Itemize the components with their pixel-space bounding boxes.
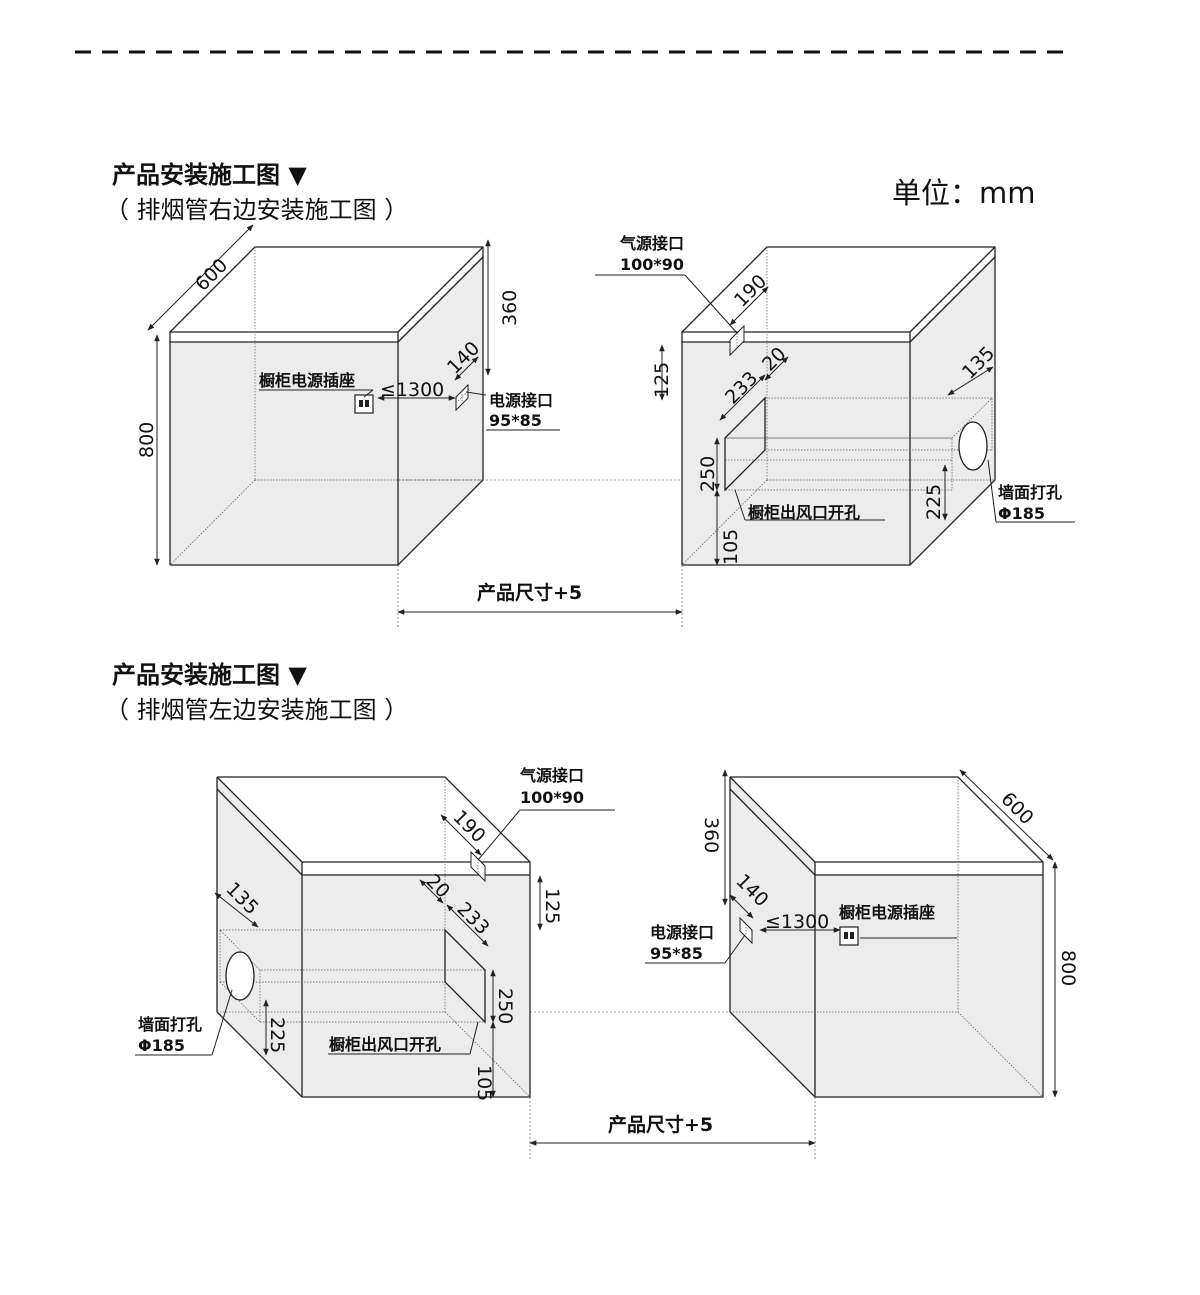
cabinet-top-left (169, 246, 484, 566)
power-port-label: 电源接口 (489, 391, 553, 410)
dim-105-left: 105 (473, 1065, 495, 1101)
le-1300-label: ≤1300 (380, 379, 444, 401)
section2-subtitle: （ 排烟管左边安装施工图 ） (105, 696, 408, 724)
dim-360: 360 (499, 290, 521, 326)
gas-port-size: 100*90 (620, 255, 684, 274)
dim-800-right: 800 (1057, 950, 1079, 986)
gas-port-icon-left (470, 850, 486, 883)
power-port-icon (455, 383, 469, 412)
dim-250: 250 (697, 456, 719, 492)
dim-125: 125 (651, 362, 673, 398)
dim-800: 800 (136, 422, 158, 458)
vent-hole-label: 橱柜出风口开孔 (748, 503, 860, 522)
gas-port-label-left: 气源接口 (519, 766, 584, 785)
gas-port-label: 气源接口 (619, 234, 684, 253)
power-socket-icon (354, 394, 374, 414)
le-1300-label-right: ≤1300 (765, 911, 829, 933)
section1-subtitle: （ 排烟管右边安装施工图 ） (105, 196, 408, 224)
power-socket-icon-right (839, 926, 859, 946)
exhaust-duct-right (724, 396, 993, 492)
wall-hole-icon (958, 421, 988, 471)
power-port-size: 95*85 (489, 411, 542, 430)
dim-250-left: 250 (494, 988, 516, 1024)
gas-port-size-left: 100*90 (520, 788, 584, 807)
dim-225: 225 (923, 484, 945, 520)
dim-225-left: 225 (266, 1017, 288, 1053)
power-port-label-right: 电源接口 (650, 923, 714, 942)
power-port-size-right: 95*85 (650, 944, 703, 963)
product-size-label-2: 产品尺寸+5 (608, 1113, 713, 1136)
wall-hole-size-left: Φ185 (138, 1036, 185, 1055)
cabinet-bottom-right (729, 776, 1044, 1098)
wall-hole-icon-left (225, 951, 255, 1001)
power-socket-label-right: 橱柜电源插座 (839, 903, 935, 922)
dim-360-right: 360 (700, 817, 722, 853)
power-port-icon-right (739, 916, 753, 945)
wall-hole-label: 墙面打孔 (998, 483, 1062, 502)
wall-hole-size: Φ185 (998, 504, 1045, 523)
exhaust-duct-left (219, 928, 486, 1024)
vent-hole-label-left: 橱柜出风口开孔 (329, 1035, 441, 1054)
unit-label: 单位：mm (892, 176, 1036, 210)
gas-port-icon (729, 324, 745, 357)
wall-hole-label-left: 墙面打孔 (138, 1015, 202, 1034)
dim-105: 105 (720, 529, 742, 565)
product-size-label-1: 产品尺寸+5 (477, 581, 582, 604)
section1-title: 产品安装施工图 ▼ (112, 161, 307, 189)
power-socket-label: 橱柜电源插座 (259, 371, 355, 390)
dim-125-left: 125 (541, 888, 563, 924)
section2-title: 产品安装施工图 ▼ (112, 661, 307, 689)
